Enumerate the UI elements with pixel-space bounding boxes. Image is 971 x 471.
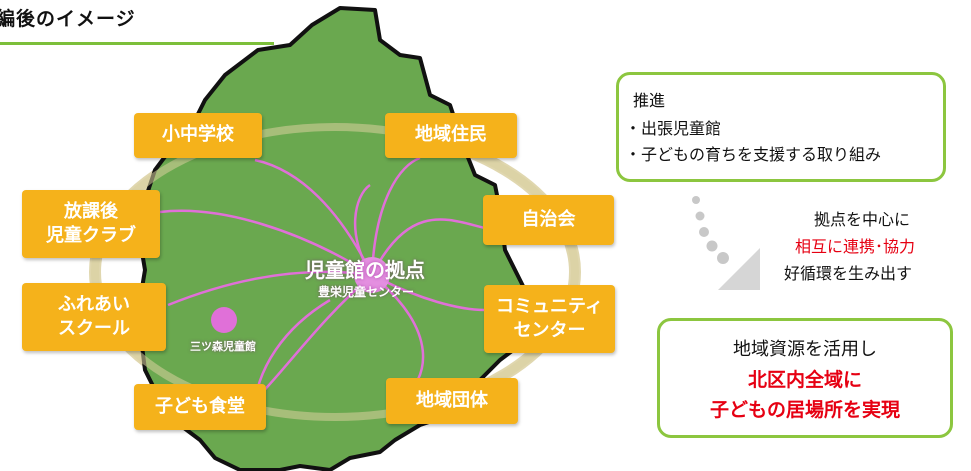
- node-kids-cafeteria: 子ども食堂: [134, 384, 266, 430]
- promote-box: 推進 ・出張児童館 ・子どもの育ちを支援する取り組み: [616, 72, 946, 182]
- page-title: 編後のイメージ: [0, 8, 136, 30]
- node-community: コミュニティ センター: [484, 285, 615, 353]
- result-line-2: 北区内全域に: [747, 369, 862, 391]
- title-underline: [0, 42, 274, 45]
- node-fureai: ふれあい スクール: [22, 283, 166, 351]
- flow-text-2: 相互に連携･協力: [795, 237, 916, 256]
- result-box: 地域資源を活用し 北区内全域に 子どもの居場所を実現: [657, 318, 953, 438]
- circulation-ring-front: [91, 123, 579, 421]
- flow-arrow: [692, 196, 760, 290]
- node-elementary: 小中学校: [134, 113, 262, 158]
- result-line-1: 地域資源を活用し: [733, 339, 877, 360]
- node-afterschool: 放課後 児童クラブ: [22, 190, 160, 258]
- connector-neighborhood: [370, 218, 486, 276]
- node-residents: 地域住民: [385, 113, 517, 158]
- connector-fureai: [167, 270, 373, 307]
- node-groups: 地域団体: [386, 378, 518, 424]
- hub-sublabel: 豊栄児童センター: [318, 285, 415, 299]
- hub-label: 児童館の拠点: [305, 258, 425, 282]
- flow-text-3: 好循環を生み出す: [784, 264, 913, 283]
- flow-text-1: 拠点を中心に: [814, 210, 911, 229]
- node-neighborhood: 自治会: [483, 195, 614, 245]
- subhub-label: 三ツ森児童館: [190, 340, 256, 353]
- connector-afterschool: [159, 209, 373, 277]
- promote-item-2: ・子どもの育ちを支援する取り組み: [625, 145, 882, 164]
- connector-residents: [370, 156, 421, 276]
- subhub-marker: [211, 307, 237, 333]
- result-line-3: 子どもの居場所を実現: [709, 399, 900, 421]
- hub-marker: [354, 257, 390, 293]
- promote-item-1: ・出張児童館: [625, 119, 722, 138]
- promote-heading: 推進: [633, 91, 666, 110]
